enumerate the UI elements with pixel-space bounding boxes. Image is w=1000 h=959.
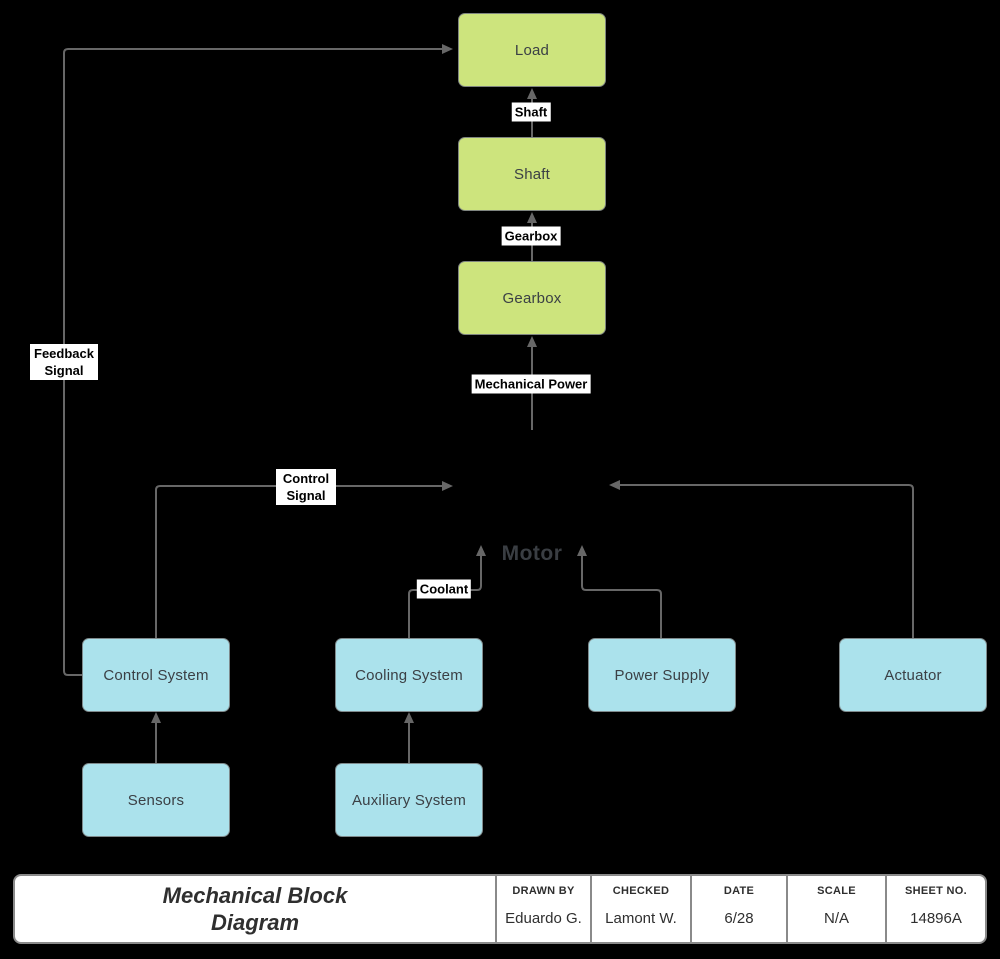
node-auxiliary-system-label: Auxiliary System <box>351 791 467 809</box>
field-checked: CHECKED Lamont W. <box>590 876 690 942</box>
edge-control-signal <box>155 481 453 638</box>
edge-actuator-to-motor <box>609 480 914 638</box>
field-scale-value: N/A <box>823 910 849 927</box>
edge-feedback-signal <box>63 44 453 676</box>
field-scale-label: SCALE <box>817 885 856 897</box>
connector-layer <box>63 44 914 763</box>
node-sensors-label: Sensors <box>127 791 185 809</box>
node-shaft[interactable]: Shaft <box>458 137 606 211</box>
field-checked-label: CHECKED <box>612 885 670 897</box>
field-sheet-no-label: SHEET NO. <box>905 885 967 897</box>
node-load-label: Load <box>514 41 550 59</box>
field-drawn-by-value: Eduardo G. <box>505 910 582 927</box>
field-checked-value: Lamont W. <box>605 910 677 927</box>
node-actuator[interactable]: Actuator <box>839 638 987 712</box>
field-drawn-by-label: DRAWN BY <box>512 885 575 897</box>
node-power-supply[interactable]: Power Supply <box>588 638 736 712</box>
field-scale: SCALE N/A <box>786 876 885 942</box>
node-gearbox-label: Gearbox <box>502 289 562 307</box>
node-load[interactable]: Load <box>458 13 606 87</box>
node-shaft-label: Shaft <box>513 165 551 183</box>
node-cooling-system[interactable]: Cooling System <box>335 638 483 712</box>
edge-label-coolant: Coolant <box>416 579 472 599</box>
field-sheet-no: SHEET NO. 14896A <box>885 876 985 942</box>
edge-label-control-signal: Control Signal <box>276 469 336 505</box>
node-gearbox[interactable]: Gearbox <box>458 261 606 335</box>
diagram-title: Mechanical Block Diagram <box>162 883 348 935</box>
node-motor-label[interactable]: Motor <box>501 542 563 565</box>
node-power-supply-label: Power Supply <box>614 666 710 684</box>
node-control-system-label: Control System <box>103 666 209 684</box>
field-date-label: DATE <box>723 885 755 897</box>
node-sensors[interactable]: Sensors <box>82 763 230 837</box>
edge-label-mechanical-power: Mechanical Power <box>471 374 591 394</box>
edge-label-feedback-signal: Feedback Signal <box>30 344 98 380</box>
title-block: Mechanical Block Diagram DRAWN BY Eduard… <box>13 874 987 944</box>
field-date: DATE 6/28 <box>690 876 786 942</box>
field-drawn-by: DRAWN BY Eduardo G. <box>495 876 590 942</box>
title-block-title-cell: Mechanical Block Diagram <box>15 876 495 942</box>
node-cooling-system-label: Cooling System <box>355 666 463 684</box>
edge-label-shaft: Shaft <box>511 102 551 122</box>
edge-label-gearbox: Gearbox <box>501 226 561 246</box>
field-sheet-no-value: 14896A <box>910 910 962 927</box>
node-auxiliary-system[interactable]: Auxiliary System <box>335 763 483 837</box>
field-date-value: 6/28 <box>724 910 754 927</box>
node-control-system[interactable]: Control System <box>82 638 230 712</box>
edge-power-supply-to-motor <box>577 545 662 638</box>
node-actuator-label: Actuator <box>884 666 942 684</box>
